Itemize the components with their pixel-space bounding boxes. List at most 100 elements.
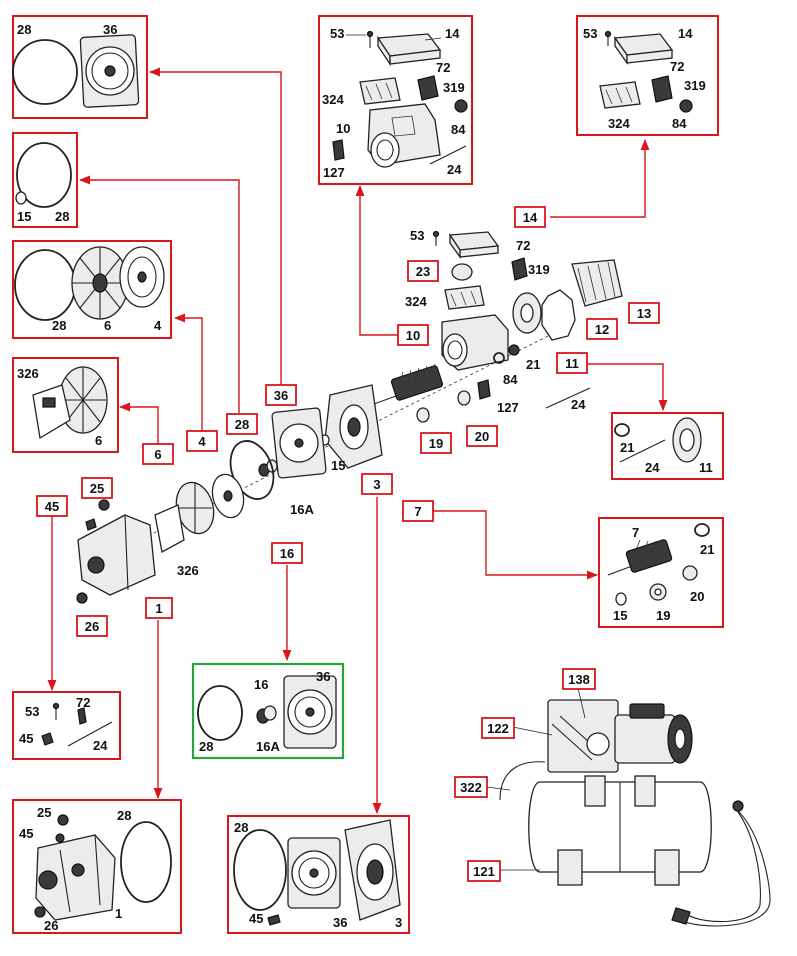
label-3: 3 [395, 915, 402, 930]
group-box-14b: 53 14 72 319 324 84 [576, 15, 719, 136]
tag-7: 7 [402, 500, 434, 522]
group-box-36: 28 36 [12, 15, 148, 119]
label-28: 28 [117, 808, 131, 823]
label-6: 6 [104, 318, 111, 333]
label-53: 53 [330, 26, 344, 41]
tag-121: 121 [467, 860, 501, 882]
label-24: 24 [571, 397, 586, 412]
group-box-16-kit: 16 36 28 16A [191, 662, 345, 760]
label-53: 53 [410, 228, 424, 243]
tag-6: 6 [142, 443, 174, 465]
label-72: 72 [670, 59, 684, 74]
label-45: 45 [19, 731, 33, 746]
part-tags: 14 23 10 12 13 11 36 28 [36, 206, 660, 882]
tag-14: 14 [514, 206, 546, 228]
label-319: 319 [528, 262, 550, 277]
svg-text:36: 36 [274, 388, 288, 403]
tag-122: 122 [481, 717, 515, 739]
group-box-11: 21 24 11 [611, 412, 724, 480]
label-84: 84 [451, 122, 466, 137]
tag-10: 10 [397, 324, 429, 346]
tag-25: 25 [81, 477, 113, 499]
tag-36: 36 [265, 384, 297, 406]
svg-text:13: 13 [637, 306, 651, 321]
tag-26: 26 [76, 615, 108, 637]
label-127: 127 [497, 400, 519, 415]
label-326: 326 [177, 563, 199, 578]
label-45: 45 [249, 911, 263, 926]
group-box-3: 28 45 36 3 [227, 815, 410, 934]
label-324: 324 [608, 116, 630, 131]
label-20: 20 [690, 589, 704, 604]
label-21: 21 [620, 440, 634, 455]
label-15: 15 [331, 458, 345, 473]
tag-45: 45 [36, 495, 68, 517]
label-36: 36 [103, 22, 117, 37]
label-36: 36 [333, 915, 347, 930]
label-16A: 16A [290, 502, 314, 517]
svg-text:1: 1 [155, 601, 162, 616]
svg-text:6: 6 [154, 447, 161, 462]
main-view-labels: 53 72 319 324 21 84 24 127 15 16A 326 [177, 228, 586, 578]
tag-1: 1 [145, 597, 173, 619]
group-box-1: 25 28 45 26 1 [12, 799, 182, 934]
svg-text:7: 7 [414, 504, 421, 519]
tag-4: 4 [186, 430, 218, 452]
tag-322: 322 [454, 776, 488, 798]
tag-28: 28 [226, 413, 258, 435]
svg-text:12: 12 [595, 322, 609, 337]
label-72: 72 [516, 238, 530, 253]
label-24: 24 [93, 738, 108, 753]
tag-13: 13 [628, 302, 660, 324]
tag-11: 11 [556, 352, 588, 374]
tag-23: 23 [407, 260, 439, 282]
label-72: 72 [436, 60, 450, 75]
group-box-4: 28 6 4 [12, 240, 172, 339]
svg-text:19: 19 [429, 436, 443, 451]
svg-text:11: 11 [565, 356, 579, 371]
group-box-7: 7 21 20 15 19 [598, 517, 724, 628]
svg-text:322: 322 [460, 780, 482, 795]
group-box-6: 326 6 [12, 357, 119, 453]
tag-12: 12 [586, 318, 618, 340]
label-53: 53 [25, 704, 39, 719]
tag-20: 20 [466, 425, 498, 447]
label-319: 319 [443, 80, 465, 95]
label-84: 84 [503, 372, 518, 387]
label-45: 45 [19, 826, 33, 841]
label-26: 26 [44, 918, 58, 933]
svg-text:4: 4 [198, 434, 206, 449]
svg-text:138: 138 [568, 672, 590, 687]
label-16A: 16A [256, 739, 280, 754]
label-14: 14 [678, 26, 693, 41]
label-28: 28 [199, 739, 213, 754]
svg-text:23: 23 [416, 264, 430, 279]
label-21: 21 [526, 357, 540, 372]
tag-16: 16 [271, 542, 303, 564]
svg-text:14: 14 [523, 210, 538, 225]
tag-138: 138 [562, 668, 596, 690]
svg-text:28: 28 [235, 417, 249, 432]
label-324: 324 [405, 294, 427, 309]
label-14: 14 [445, 26, 460, 41]
label-25: 25 [37, 805, 51, 820]
svg-text:45: 45 [45, 499, 59, 514]
label-21: 21 [700, 542, 714, 557]
label-28: 28 [55, 209, 69, 224]
label-127: 127 [323, 165, 345, 180]
label-28: 28 [234, 820, 248, 835]
label-15: 15 [613, 608, 627, 623]
label-19: 19 [656, 608, 670, 623]
label-319: 319 [684, 78, 706, 93]
tag-3: 3 [361, 473, 393, 495]
label-28: 28 [17, 22, 31, 37]
svg-text:20: 20 [475, 429, 489, 444]
tag-19: 19 [420, 432, 452, 454]
label-36: 36 [316, 669, 330, 684]
label-16: 16 [254, 677, 268, 692]
label-7: 7 [632, 525, 639, 540]
main-exploded-view [76, 230, 623, 604]
label-324: 324 [322, 92, 344, 107]
group-box-28: 15 28 [12, 132, 78, 228]
